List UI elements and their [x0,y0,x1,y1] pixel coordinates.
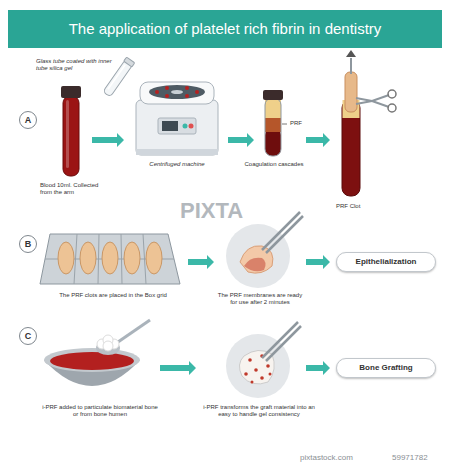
step-letter-circle: A [19,111,37,129]
stock-site: pixtastock.com [300,453,353,463]
result-pill: Bone Grafting [336,358,436,378]
label-holder: pixtastock.com [300,453,353,463]
part-label: PRF [290,120,302,127]
centrifuge [136,82,218,155]
step-letter: B [25,240,32,249]
step-caption: i-PRF added to particulate biomaterial b… [40,404,160,418]
label-holder: Coagulation cascades [244,161,304,168]
step-caption: Centrifuged machine [132,161,222,168]
label-holder: Glass tube coated with inner tube silica… [36,58,112,72]
step-letter-circle: C [19,327,37,345]
watermark: PIXTA [180,198,243,224]
title-text: The application of platelet rich fibrin … [69,20,382,38]
label-holder: The PRF membranes are ready for use afte… [214,292,306,306]
result-label: Epithelialization [356,257,417,267]
label-holder: PIXTA [180,198,243,224]
label-holder: Blood 10ml. Collected from the arm [40,182,102,196]
coagulation-tube [263,90,287,156]
blood-tube [61,86,81,176]
label-holder: i-PRF transforms the graft material into… [196,404,322,418]
step-caption: Blood 10ml. Collected from the arm [40,182,102,196]
result-pill: Epithelialization [336,252,436,272]
label-holder: PRF Clot [336,203,380,210]
label-holder: Centrifuged machine [132,161,222,168]
title-band: The application of platelet rich fibrin … [8,10,442,48]
step-caption: The PRF membranes are ready for use afte… [214,292,306,306]
graft-gel [226,322,301,398]
step-letter: C [25,332,32,341]
label-holder: 59971782 [392,453,428,463]
label-holder: i-PRF added to particulate biomaterial b… [40,404,160,418]
part-caption: Glass tube coated with inner tube silica… [36,58,112,72]
prf-membrane [226,212,303,288]
step-caption: Coagulation cascades [244,161,304,168]
step-caption: The PRF clots are placed in the Box grid [36,292,190,299]
label-holder: PRF [290,120,302,127]
label-holder: The PRF clots are placed in the Box grid [36,292,190,299]
step-caption: i-PRF transforms the graft material into… [196,404,322,418]
flow-arrows [92,133,330,375]
result-label: Bone Grafting [359,363,412,373]
biomaterial-bowl [44,320,150,386]
step-caption: PRF Clot [336,203,380,210]
prf-clot [342,50,396,196]
step-letter: A [25,116,32,125]
box-grid-tray [40,234,180,284]
step-letter-circle: B [19,235,37,253]
stock-number: 59971782 [392,453,428,463]
